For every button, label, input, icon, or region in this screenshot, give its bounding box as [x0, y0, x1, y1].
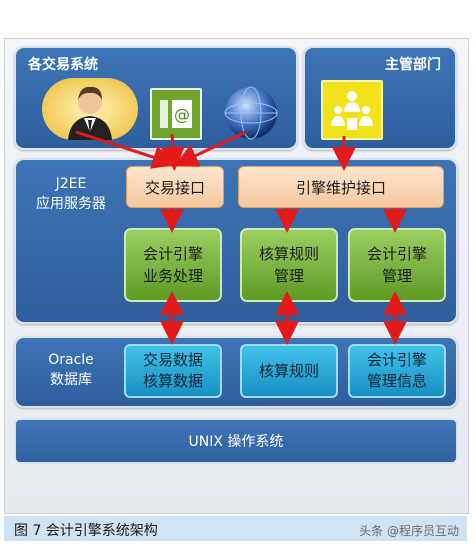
rules-data-store: 核算规则	[240, 344, 338, 398]
os-layer: UNIX 操作系统	[14, 418, 458, 464]
watermark: 头条 @程序员互动	[359, 524, 459, 538]
caption-bar: 图 7 会计引擎系统架构 头条 @程序员互动	[4, 516, 467, 541]
person-icon	[42, 78, 138, 140]
engine-info-data-store: 会计引擎 管理信息	[348, 344, 446, 398]
management-panel: 主管部门	[303, 46, 457, 150]
arrow-email-to-trade	[160, 133, 185, 171]
email-icon: @	[150, 88, 202, 140]
database-label: Oracle 数据库	[48, 352, 94, 388]
rules-module: 核算规则 管理	[240, 228, 338, 302]
arrow-globe-to-trade	[173, 130, 247, 167]
trading-systems-panel: 各交易系统 @	[14, 46, 298, 150]
management-label: 主管部门	[385, 57, 441, 73]
department-icon	[321, 80, 383, 140]
app-server-label: J2EE 应用服务器	[36, 176, 106, 212]
trading-systems-label: 各交易系统	[28, 57, 98, 73]
figure-caption: 图 7 会计引擎系统架构	[14, 523, 158, 539]
arrow-person-to-trade	[75, 130, 177, 169]
trade-data-store: 交易数据 核算数据	[124, 344, 222, 398]
svg-text:@: @	[174, 105, 190, 124]
globe-icon	[222, 84, 280, 142]
